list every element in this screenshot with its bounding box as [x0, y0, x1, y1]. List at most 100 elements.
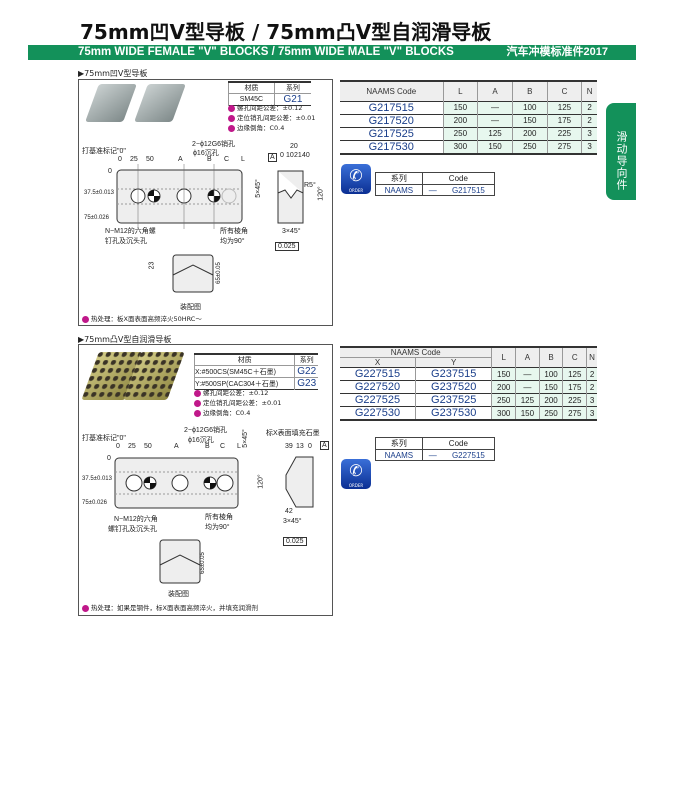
column-header: C [546, 81, 582, 101]
dim: 3×45° [282, 228, 301, 235]
table-cell: NAAMS [375, 184, 423, 196]
column-header: C [562, 347, 587, 368]
dim: 13 [296, 443, 304, 450]
table-cell: 125 [562, 367, 587, 381]
table-cell: G22 [294, 365, 318, 378]
table-cell: 125 [515, 393, 540, 407]
text: 螺孔间距公差：±0.12 [237, 104, 303, 112]
table-cell: 250 [538, 406, 563, 420]
column-header: 材质 [193, 353, 295, 366]
dim: 75±0.026 [82, 500, 107, 506]
table-cell: — [515, 380, 540, 394]
table-cell: 150 [515, 406, 540, 420]
brand-label: 汽车冲模标准件2017 [506, 46, 608, 58]
material-value: SM45C [228, 93, 275, 106]
table-cell: 275 [562, 406, 587, 420]
label-counterbore: ϕ16沉孔 [188, 437, 214, 444]
parallelism: 0.025 [283, 537, 307, 546]
dim: A [178, 156, 183, 163]
column-header: N [586, 347, 597, 368]
section2-heading: ▶75mm凸V型自润滑导板 [78, 335, 172, 344]
table-cell: — [477, 100, 513, 114]
table-cell: 125 [546, 100, 582, 114]
material-table: 材质系列 X:#500CS(SM45C＋石墨)G22 Y:#500SP(CAC3… [193, 353, 318, 390]
table-cell: 200 [538, 393, 563, 407]
parallelism: 0.025 [275, 242, 299, 251]
column-header: N [581, 81, 597, 101]
column-header: A [477, 81, 513, 101]
subtitle: 75mm WIDE FEMALE "V" BLOCKS / 75mm WIDE … [78, 46, 454, 58]
table-cell: 150 [477, 139, 513, 154]
dim: A [174, 443, 179, 450]
dim: 0 [118, 156, 122, 163]
table-cell: 300 [442, 139, 478, 154]
table-cell: 175 [562, 380, 587, 394]
label-corner: 所有棱角 [220, 228, 248, 235]
dim: 0 [108, 168, 112, 175]
column-header: Y [415, 357, 492, 368]
table-cell: 2 [586, 380, 597, 394]
table-cell: 100 [511, 100, 548, 114]
column-header: L [491, 347, 516, 368]
table-cell: G23 [294, 377, 318, 390]
label-screw-hole: N−M12的六角 [114, 516, 158, 523]
dim: 0 [280, 152, 284, 159]
female-block-drawing [116, 164, 304, 293]
male-block-drawing [114, 456, 314, 584]
table-cell: 250 [511, 139, 548, 154]
text: 定位销孔间距公差：±0.01 [237, 114, 316, 122]
table-cell: 100 [538, 367, 563, 381]
table-cell: 175 [546, 113, 582, 127]
label-screw-hole: N−M12的六角螺 [105, 228, 156, 235]
info-icon [228, 114, 235, 122]
dim: 10 [286, 152, 294, 159]
text: 定位销孔间距公差：±0.01 [203, 399, 282, 407]
table-cell: G227530 [340, 406, 416, 420]
series-value: G21 [273, 93, 311, 106]
table-cell: 150 [538, 380, 563, 394]
table-cell: G237515 [415, 367, 492, 381]
table-cell: 225 [562, 393, 587, 407]
table-cell: G217530 [340, 139, 443, 154]
text: 螺孔间距公差：±0.12 [203, 389, 269, 397]
text: 热处理：如果是钢件，标X面表面高频淬火，并填充润滑剂 [91, 604, 258, 612]
table-cell: — [477, 113, 513, 127]
datum: A [320, 441, 329, 450]
side-tab-sliding-guides[interactable]: 滑动导向件 [606, 103, 636, 200]
dim: B [207, 156, 212, 163]
dim: 50 [146, 156, 154, 163]
dim: C [224, 156, 230, 163]
info-icon [194, 409, 201, 417]
info-icon [194, 389, 201, 397]
label-corner: 均为90° [205, 524, 230, 531]
table-cell: X:#500CS(SM45C＋石墨) [193, 365, 295, 378]
label-screw-hole: 钉孔及沉头孔 [105, 238, 147, 245]
table-cell: G237520 [415, 380, 492, 394]
dim: 25 [128, 443, 136, 450]
label-screw-hole: 螺钉孔及沉头孔 [108, 526, 157, 533]
dim: L [241, 156, 245, 163]
order-phone-icon: ✆ORDER [341, 459, 371, 489]
column-header: B [538, 347, 563, 368]
dim: 0 [116, 443, 120, 450]
table-cell: Y:#500SP(CAC304＋石墨) [193, 377, 295, 390]
column-header: NAAMS Code [340, 347, 492, 358]
table-cell: 200 [511, 126, 548, 140]
table-cell: 3 [586, 393, 597, 407]
text: ORDER [348, 483, 364, 488]
table-cell: 150 [491, 367, 516, 381]
column-header: 系列 [375, 437, 423, 450]
heat-treatment-note: 热处理：板X面表面高频淬火50HRC～ [82, 314, 202, 324]
table-cell: G227515 [442, 449, 495, 461]
table-cell: 150 [511, 113, 548, 127]
dim: 0 [107, 455, 111, 462]
table-cell: G227520 [340, 380, 416, 394]
dim: 37.5±0.013 [82, 476, 112, 482]
